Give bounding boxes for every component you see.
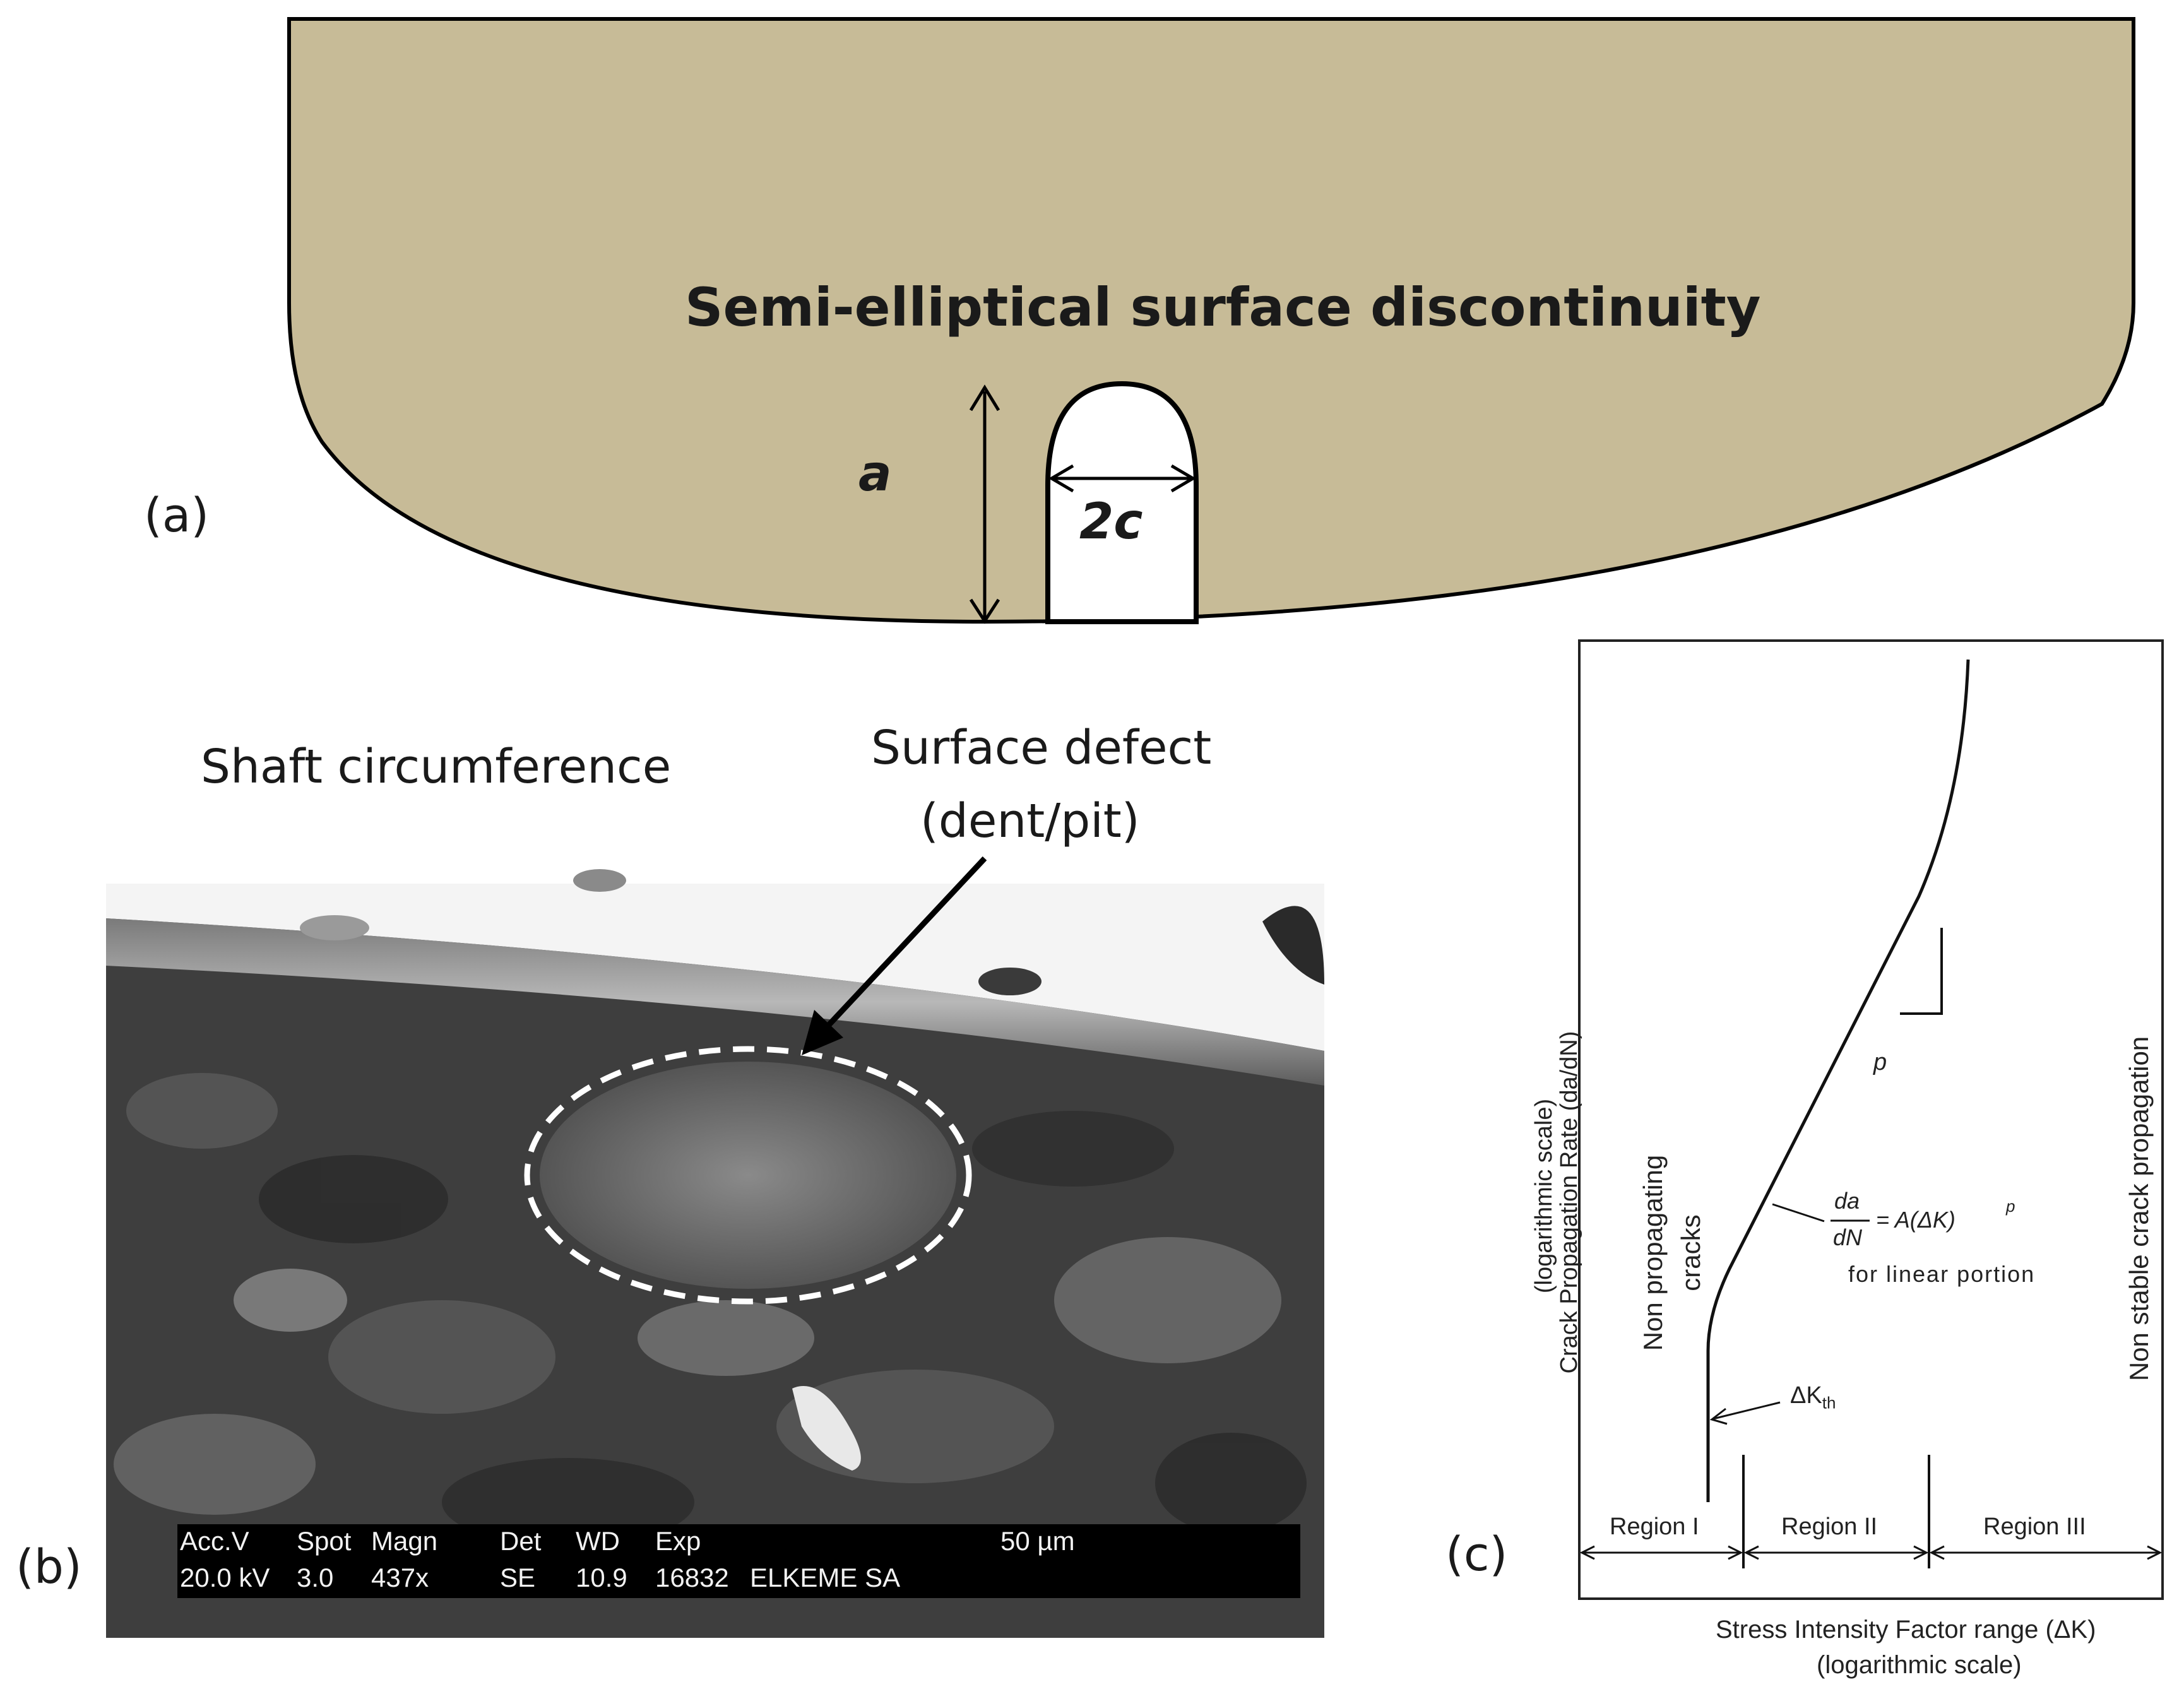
non-stable-text: Non stable crack propagation xyxy=(2124,1036,2154,1382)
sem-spot xyxy=(978,968,1042,995)
sem-value-det: SE xyxy=(500,1563,536,1592)
defect-pointer-arrowhead xyxy=(802,1010,843,1055)
x-axis-label: Stress Intensity Factor range (ΔK) xyxy=(1716,1616,2096,1644)
equation-rhs: = A(ΔK) xyxy=(1876,1207,1956,1233)
non-propagating-line1: Non propagating xyxy=(1638,1154,1668,1351)
slope-label: p xyxy=(1873,1049,1887,1075)
sem-particle xyxy=(792,1386,861,1471)
panel-a-label: (a) xyxy=(144,489,210,543)
sem-scale-label: 50 µm xyxy=(1000,1526,1075,1556)
region-iii-arrowhead-right xyxy=(2147,1545,2163,1560)
non-propagating-line2: cracks xyxy=(1676,1214,1706,1291)
region-i-arrowhead-right xyxy=(1728,1545,1743,1560)
non-stable-note: Non stable crack propagation xyxy=(2124,994,2156,1423)
sem-spot xyxy=(300,915,369,940)
crack-growth-curve xyxy=(1706,659,1970,1502)
sem-spot xyxy=(573,869,626,892)
defect-region xyxy=(540,1062,956,1289)
panel-c-label: (c) xyxy=(1445,1527,1508,1582)
sem-header-magn: Magn xyxy=(371,1526,438,1556)
sem-header-spot: Spot xyxy=(297,1526,352,1556)
equation-leader xyxy=(1772,1203,1825,1223)
slope-triangle xyxy=(1900,928,1943,1015)
sem-spot xyxy=(1262,906,1324,985)
region-ii-arrowhead-right xyxy=(1913,1545,1929,1560)
sem-value-accv: 20.0 kV xyxy=(180,1563,270,1592)
width-label: 2c xyxy=(1079,494,1143,550)
semi-elliptical-defect xyxy=(1045,381,1199,624)
threshold-arrowhead xyxy=(1709,1407,1728,1425)
sem-lab-name: ELKEME SA xyxy=(750,1563,901,1592)
region-i-arrowhead-left xyxy=(1579,1545,1595,1560)
non-propagating-note-2: cracks xyxy=(1676,1127,1707,1379)
depth-arrow-head-top xyxy=(969,384,1000,412)
region-ii-arrowhead-left xyxy=(1743,1545,1759,1560)
surface-defect-sublabel: (dent/pit) xyxy=(920,794,1140,848)
defect-pointer-arrow xyxy=(817,856,987,1038)
width-arrow-head-right xyxy=(1170,464,1196,493)
sem-value-exp: 16832 xyxy=(655,1563,729,1592)
sem-upper-region xyxy=(106,884,1324,1051)
y-axis-sublabel: (logarithmic scale) xyxy=(1531,1038,1562,1354)
sem-value-spot: 3.0 xyxy=(297,1563,334,1592)
plot-frame xyxy=(1578,639,2164,1600)
depth-label: a xyxy=(858,446,892,502)
width-arrow-head-left xyxy=(1048,464,1074,493)
non-propagating-note: Non propagating xyxy=(1638,1127,1670,1379)
equation-exponent: p xyxy=(2006,1197,2015,1216)
panel-a-title: Semi-elliptical surface discontinuity xyxy=(685,276,1761,338)
region-iii-label: Region III xyxy=(1983,1513,2086,1540)
sem-value-magn: 437x xyxy=(371,1563,429,1592)
shaft-circumference-label: Shaft circumference xyxy=(201,740,672,794)
threshold-leader xyxy=(1712,1401,1781,1420)
region-iii-arrowhead-left xyxy=(1929,1545,1945,1560)
threshold-label: ΔKth xyxy=(1790,1382,1836,1413)
defect-dashed-outline xyxy=(524,1046,972,1305)
panel-b-label: (b) xyxy=(16,1540,82,1594)
surface-defect-label: Surface defect xyxy=(871,721,1212,775)
sem-value-wd: 10.9 xyxy=(576,1563,627,1592)
threshold-symbol: ΔK xyxy=(1790,1382,1822,1409)
sem-info-bar xyxy=(177,1524,1300,1598)
region-i-label: Region I xyxy=(1610,1513,1699,1540)
equation-denominator: dN xyxy=(1833,1224,1863,1250)
panel-a-diagram xyxy=(287,17,2135,624)
sem-header-accv: Acc.V xyxy=(180,1526,249,1556)
x-axis-sublabel: (logarithmic scale) xyxy=(1817,1651,2022,1679)
equation-numerator: da xyxy=(1834,1188,1860,1214)
sem-header-det: Det xyxy=(500,1526,542,1556)
depth-arrow-head-bottom xyxy=(969,598,1000,624)
sem-header-wd: WD xyxy=(576,1526,620,1556)
y-axis-label-line2: (logarithmic scale) xyxy=(1531,1098,1557,1294)
region-ii-label: Region II xyxy=(1781,1513,1878,1540)
shaft-edge-band xyxy=(106,918,1324,1086)
threshold-subscript: th xyxy=(1822,1393,1836,1413)
sem-header-exp: Exp xyxy=(655,1526,701,1556)
equation-note: for linear portion xyxy=(1848,1261,2036,1287)
